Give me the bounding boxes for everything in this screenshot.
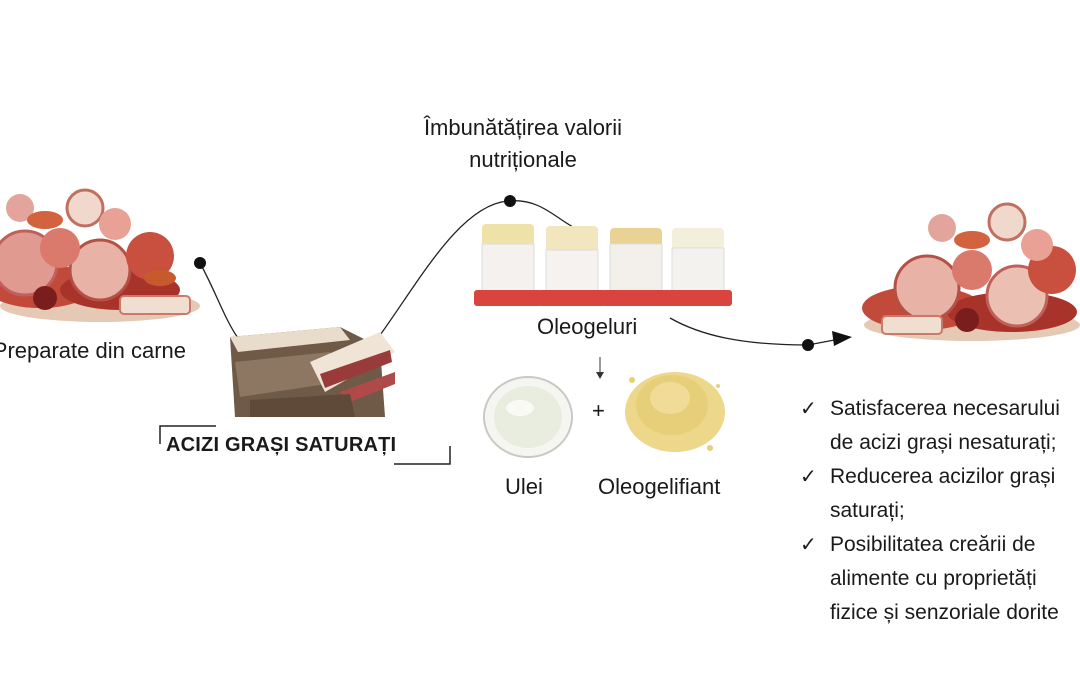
oleogelator-powder-image xyxy=(625,372,725,452)
bacon-image xyxy=(230,327,395,417)
saturated-fatty-acids-label: ACIZI GRAȘI SATURAȚI xyxy=(166,434,397,456)
flow-dot-top xyxy=(504,195,516,207)
heading-line-2: nutriționale xyxy=(469,147,577,172)
oleogelator-label: Oleogelifiant xyxy=(598,474,721,499)
benefit-item: ✓ Posibilitatea creării de alimente cu p… xyxy=(800,528,1080,630)
benefit-text: fizice și senzoriale dorite xyxy=(830,601,1059,624)
plus-sign: + xyxy=(592,398,605,423)
flow-dot-start xyxy=(194,257,206,269)
check-icon: ✓ xyxy=(800,534,817,556)
benefit-text: saturați; xyxy=(830,499,905,522)
flow-curve-to-oleogels xyxy=(377,200,576,339)
oil-dish-image xyxy=(483,376,573,458)
nutritional-value-heading: Îmbunătățirea valorii nutriționale xyxy=(368,112,678,176)
check-icon: ✓ xyxy=(800,398,817,420)
down-arrow-icon xyxy=(596,372,604,379)
benefit-item: ✓ Satisfacerea necesarului de acizi graș… xyxy=(800,392,1080,460)
benefit-text: Reducerea acizilor grași xyxy=(830,465,1056,488)
oil-label: Ulei xyxy=(505,474,543,499)
flow-curve xyxy=(199,262,239,339)
benefit-text: alimente cu proprietăți xyxy=(830,567,1037,590)
benefit-text: Satisfacerea necesarului xyxy=(830,397,1060,420)
arrow-head-icon xyxy=(832,331,852,346)
benefit-text: de acizi grași nesaturați; xyxy=(830,431,1057,454)
oleogel-jars-image xyxy=(474,224,732,306)
benefits-list: ✓ Satisfacerea necesarului de acizi graș… xyxy=(800,392,1080,630)
meat-products-label: Preparate din carne xyxy=(0,338,186,363)
check-icon: ✓ xyxy=(800,466,817,488)
bracket-frame xyxy=(159,425,451,465)
oleogels-label: Oleogeluri xyxy=(537,314,638,339)
meat-products-left-image xyxy=(0,188,200,322)
flow-curve-to-products xyxy=(669,317,846,346)
flow-dot-end xyxy=(802,339,814,351)
meat-products-right-image xyxy=(862,202,1080,341)
heading-line-1: Îmbunătățirea valorii xyxy=(423,115,623,140)
benefit-text: Posibilitatea creării de xyxy=(830,533,1036,556)
benefit-item: ✓ Reducerea acizilor grași saturați; xyxy=(800,460,1080,528)
